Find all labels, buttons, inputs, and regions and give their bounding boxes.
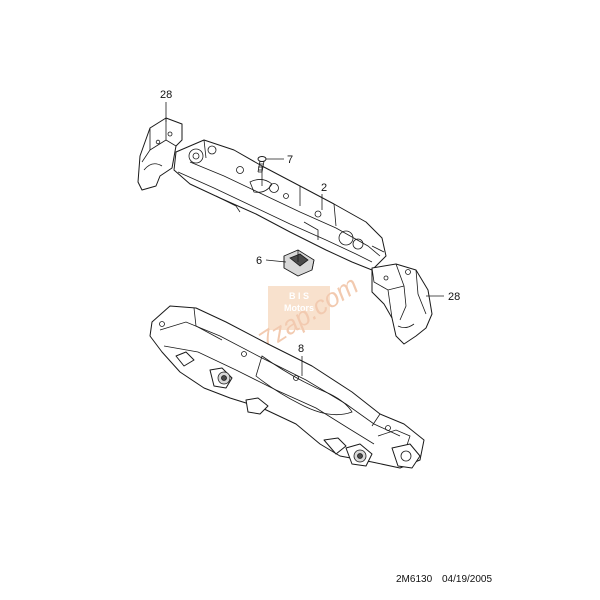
watermark-badge: [268, 286, 330, 330]
callout-6: 6: [256, 255, 262, 267]
lower-member-8: [149, 305, 425, 469]
cross-member-2: [173, 139, 387, 271]
watermark: B I S Motors 7zap.com: [253, 270, 364, 357]
leader-lines: [165, 102, 444, 376]
clip-6: [283, 249, 315, 277]
diagram-date: 04/19/2005: [442, 574, 492, 585]
bolt-7: [257, 156, 267, 173]
bracket-28-right: [371, 263, 433, 345]
bracket-28-left: [137, 117, 183, 191]
callout-28-right: 28: [448, 291, 460, 303]
watermark-badge-line2: Motors: [284, 303, 314, 313]
callout-8: 8: [298, 343, 304, 355]
callout-7: 7: [287, 154, 293, 166]
callout-2: 2: [321, 182, 327, 194]
watermark-badge-line1: B I S: [289, 291, 309, 301]
diagram-code: 2M6130: [396, 574, 433, 585]
callout-28-top: 28: [160, 89, 172, 101]
